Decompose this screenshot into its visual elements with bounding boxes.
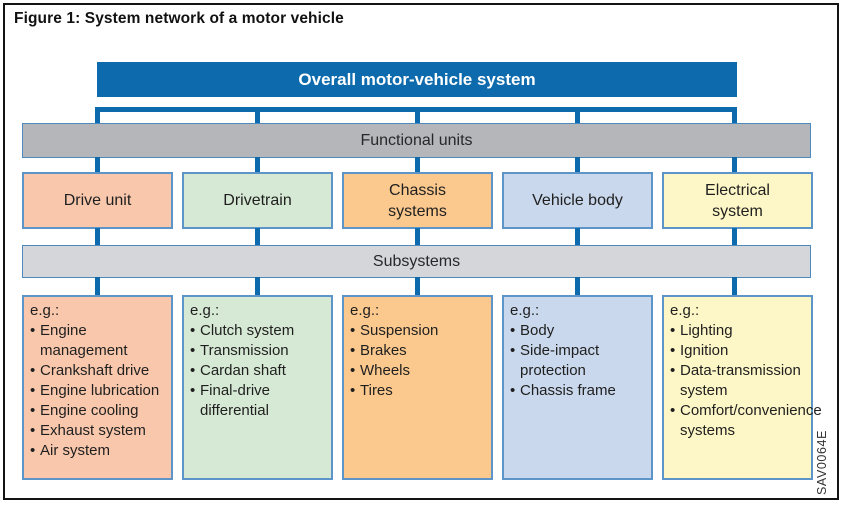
list-item: Side-impact protection [510,341,649,381]
unit-box-label: Vehicle body [532,192,623,209]
connector-stub [575,228,580,246]
connector-stub [95,107,100,124]
connector-stub [575,107,580,124]
connector-stub [732,277,737,296]
list-item: Engine lubrication [30,381,169,401]
figure-title: Figure 1: System network of a motor vehi… [14,10,344,27]
eg-label: e.g.: [510,302,540,319]
eg-label: e.g.: [190,302,220,319]
unit-box-drive-unit: Drive unit [22,172,173,229]
connector-stub [732,228,737,246]
connector-stub [255,107,260,124]
list-item: Lighting [670,321,809,341]
examples-list: Lighting Ignition Data-transmission syst… [670,321,822,441]
connector-stub [415,157,420,173]
subsystems-label: Subsystems [372,252,461,270]
unit-box-label: Chassis systems [388,181,447,220]
unit-box-vehicle-body: Vehicle body [502,172,653,229]
eg-label: e.g.: [350,302,380,319]
connector-stub [732,157,737,173]
list-item: Crankshaft drive [30,361,169,381]
examples-box-chassis-systems: e.g.: Suspension Brakes Wheels Tires [342,295,493,480]
list-item: Clutch system [190,321,329,341]
list-item: Comfort/convenience systems [670,401,822,441]
connector-stub [255,228,260,246]
figure-code: SAV0064E [815,429,829,495]
unit-box-drivetrain: Drivetrain [182,172,333,229]
list-item: Chassis frame [510,381,649,401]
list-item: Engine management [30,321,169,361]
eg-label: e.g.: [670,302,700,319]
list-item: Engine cooling [30,401,169,421]
connector-stub [95,157,100,173]
functional-units-band: Functional units [22,123,811,158]
functional-units-label: Functional units [360,131,473,149]
list-item: Suspension [350,321,489,341]
connector-stub [95,277,100,296]
unit-box-label: Drive unit [63,192,132,209]
connector-stub [415,277,420,296]
overall-system-label: Overall motor-vehicle system [298,69,536,89]
examples-box-drivetrain: e.g.: Clutch system Transmission Cardan … [182,295,333,480]
unit-box-chassis-systems: Chassis systems [342,172,493,229]
connector-stub [575,157,580,173]
connector-stub [255,157,260,173]
examples-box-electrical-system: e.g.: Lighting Ignition Data-transmissio… [662,295,822,480]
connector-stub [575,277,580,296]
list-item: Final-drive differential [190,381,329,421]
examples-box-vehicle-body: e.g.: Body Side-impact protection Chassi… [502,295,653,480]
list-item: Air system [30,441,169,461]
connector-stub [255,277,260,296]
list-item: Body [510,321,649,341]
subsystems-band: Subsystems [22,245,811,278]
examples-box-drive-unit: e.g.: Engine management Crankshaft drive… [22,295,173,480]
unit-box-electrical-system: Electrical system [662,172,813,229]
connector-stub [732,107,737,124]
connector-stub [95,228,100,246]
unit-box-label: Drivetrain [223,192,292,209]
list-item: Transmission [190,341,329,361]
connector-stub [415,107,420,124]
examples-list: Suspension Brakes Wheels Tires [350,321,489,401]
list-item: Brakes [350,341,489,361]
eg-label: e.g.: [30,302,60,319]
list-item: Wheels [350,361,489,381]
list-item: Cardan shaft [190,361,329,381]
examples-list: Engine management Crankshaft drive Engin… [30,321,169,461]
unit-box-label: Electrical system [705,181,770,220]
list-item: Ignition [670,341,809,361]
examples-list: Clutch system Transmission Cardan shaft … [190,321,329,421]
examples-list: Body Side-impact protection Chassis fram… [510,321,649,401]
list-item: Data-transmission system [670,361,809,401]
connector-stub [415,228,420,246]
list-item: Tires [350,381,489,401]
list-item: Exhaust system [30,421,169,441]
overall-system-node: Overall motor-vehicle system [97,62,737,97]
